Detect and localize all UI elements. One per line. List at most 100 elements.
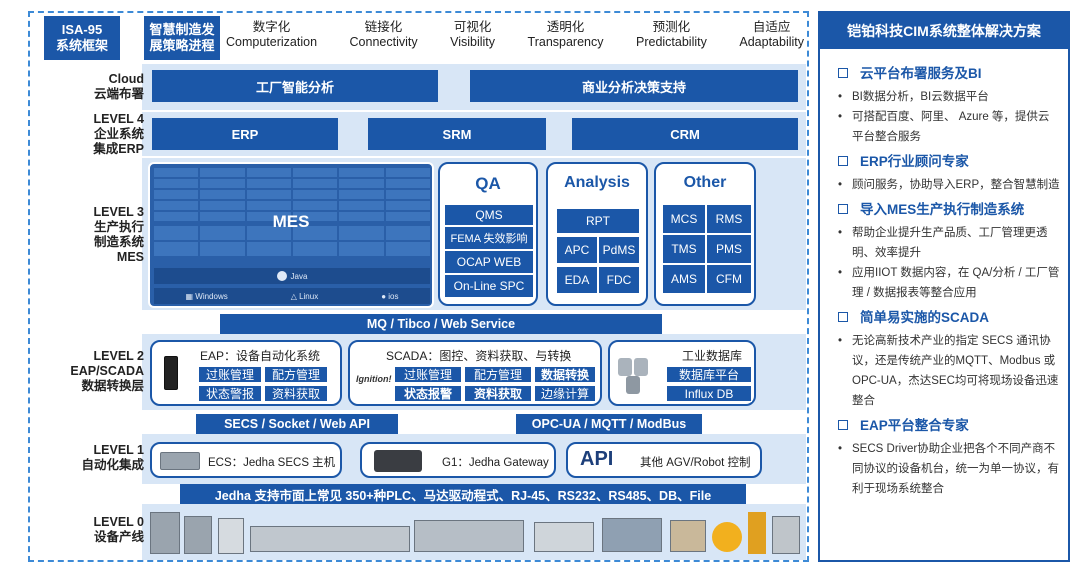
cloud-factory-analysis: 工厂智能分析 <box>152 70 438 102</box>
erp-box: ERP <box>152 118 338 150</box>
mq-bar: MQ / Tibco / Web Service <box>220 314 662 334</box>
square-bullet-icon <box>838 68 848 79</box>
java-label: Java <box>290 271 308 281</box>
bullet-cloud-platform: 可搭配百度、阿里、 Azure 等，提供云平台整合服务 <box>838 107 1060 147</box>
section-heading-cloud: 云平台布署服务及BI <box>838 65 1060 83</box>
other-item-ams: AMS <box>662 264 706 294</box>
mes-os-bar: ▦ Windows △ Linux ● ios <box>154 288 430 304</box>
section-heading-erp: ERP行业顾问专家 <box>838 153 1060 171</box>
analysis-panel: Analysis RPT APC PdMS EDA FDC <box>546 162 648 306</box>
robot-arm-image <box>748 512 766 554</box>
bullet-mes-quality: 帮助企业提升生产品质、工厂管理更透明、效率提升 <box>838 223 1060 263</box>
strategy-header: 智慧制造发 展策略进程 <box>144 16 220 60</box>
square-bullet-icon <box>838 420 848 431</box>
mes-label: MES <box>272 212 310 231</box>
bullet-mes-iiot: 应用IIOT 数据内容，在 QA/分析 / 工厂管理 / 数据报表等整合应用 <box>838 263 1060 303</box>
section-heading-eap: EAP平台整合专家 <box>838 417 1060 435</box>
cloud-business-analysis: 商业分析决策支持 <box>470 70 798 102</box>
other-item-rms: RMS <box>706 204 752 234</box>
db-title: 工业数据库 <box>681 349 742 363</box>
agv-label: 其他 AGV/Robot 控制 <box>640 457 751 469</box>
equipment-image <box>218 518 244 554</box>
opc-protocol-bar: OPC-UA / MQTT / ModBus <box>516 414 702 434</box>
gateway-device-icon <box>374 450 422 472</box>
scada-item-convert: 数据转换 <box>534 366 596 383</box>
section-heading-mes: 导入MES生产执行制造系统 <box>838 201 1060 219</box>
ios-os: ● ios <box>381 291 399 301</box>
ecs-device-icon <box>160 452 200 470</box>
database-icon <box>618 358 652 394</box>
other-item-pms: PMS <box>706 234 752 264</box>
windows-icon: ▦ <box>185 291 196 301</box>
other-panel: Other MCS RMS TMS PMS AMS CFM <box>654 162 756 306</box>
linux-icon: △ <box>290 291 300 301</box>
equipment-line <box>150 508 802 556</box>
equipment-image <box>414 520 524 552</box>
eap-panel: EAP：设备自动化系统 过账管理 配方管理 状态警报 资料获取 <box>150 340 342 406</box>
mes-java-bar: Java <box>154 268 430 284</box>
equipment-image <box>534 522 594 552</box>
other-item-mcs: MCS <box>662 204 706 234</box>
cobot-image <box>772 516 800 554</box>
square-bullet-icon <box>838 156 848 167</box>
analysis-item-apc: APC <box>556 236 598 264</box>
isa95-title: ISA-95 <box>61 22 103 37</box>
scada-item-alarm: 状态报警 <box>394 385 462 402</box>
eap-title: EAP：设备自动化系统 <box>200 349 321 363</box>
mes-module-grid <box>154 168 430 221</box>
agv-robot-image <box>712 522 742 552</box>
equipment-image <box>184 516 212 554</box>
db-item-platform: 数据库平台 <box>666 366 752 383</box>
solution-title: 铠铂科技CIM系统整体解决方案 <box>820 13 1068 49</box>
other-item-cfm: CFM <box>706 264 752 294</box>
scada-item-recipe: 配方管理 <box>464 366 532 383</box>
scada-panel: Ignition! SCADA：图控、资料获取、与转换 过账管理 配方管理 数据… <box>348 340 602 406</box>
isa95-subtitle: 系统框架 <box>55 38 108 53</box>
gateway-panel: G1：Jedha Gateway <box>360 442 556 478</box>
analysis-title: Analysis <box>564 174 630 191</box>
windows-os: ▦ Windows <box>185 291 228 301</box>
scada-item-data: 资料获取 <box>464 385 532 402</box>
ignition-logo: Ignition! <box>356 374 392 384</box>
equipment-image <box>150 512 180 554</box>
eap-item-alarm: 状态警报 <box>198 385 262 402</box>
api-logo: API <box>580 448 614 470</box>
eap-item-data: 资料获取 <box>264 385 328 402</box>
qa-item-qms: QMS <box>444 204 534 226</box>
scada-item-edge: 边缘计算 <box>534 385 596 402</box>
qa-title: QA <box>475 174 501 193</box>
plc-support-bar: Jedha 支持市面上常见 350+种PLC、马达驱动程式、RJ-45、RS23… <box>180 484 746 504</box>
solution-content: 云平台布署服务及BI BI数据分析，BI云数据平台 可搭配百度、阿里、 Azur… <box>838 65 1060 499</box>
db-item-influx: Influx DB <box>666 385 752 402</box>
bullet-erp: 顾问服务，协助导入ERP，整合智慧制造 <box>838 175 1060 195</box>
analysis-item-eda: EDA <box>556 266 598 294</box>
other-item-tms: TMS <box>662 234 706 264</box>
square-bullet-icon <box>838 204 848 215</box>
gateway-label: G1：Jedha Gateway <box>442 457 549 469</box>
eap-item-posting: 过账管理 <box>198 366 262 383</box>
strategy-line1: 智慧制造发 <box>149 22 215 37</box>
java-icon <box>276 271 287 281</box>
solution-panel: 铠铂科技CIM系统整体解决方案 云平台布署服务及BI BI数据分析，BI云数据平… <box>818 11 1070 562</box>
ecs-panel: ECS：Jedha SECS 主机 <box>150 442 342 478</box>
mes-panel: MES Java ▦ Windows △ Linux ● ios <box>148 162 434 308</box>
qa-item-fema: FEMA 失效影响 <box>444 226 534 250</box>
srm-box: SRM <box>368 118 546 150</box>
analysis-item-rpt: RPT <box>556 208 640 234</box>
mes-module-grid-lower <box>154 226 430 256</box>
scada-title: SCADA：图控、资料获取、与转换 <box>386 349 572 363</box>
isa95-framework <box>28 11 809 562</box>
qa-item-ocap: OCAP WEB <box>444 250 534 274</box>
